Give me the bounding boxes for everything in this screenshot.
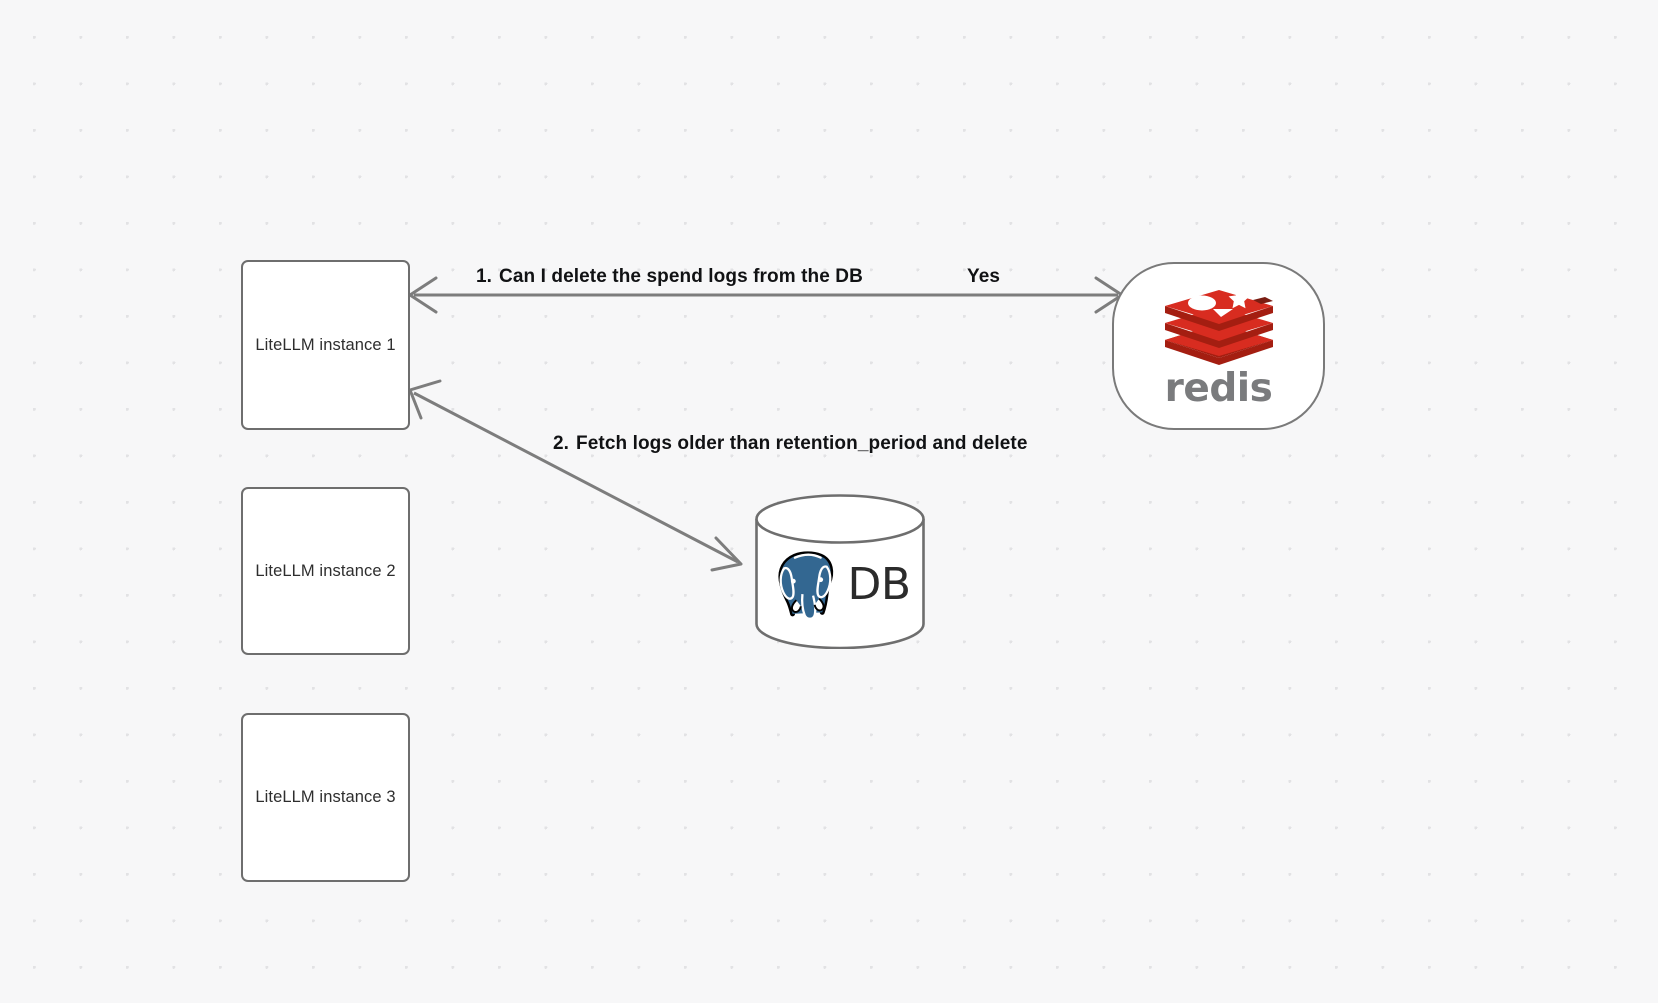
node-litellm-instance-3[interactable]: LiteLLM instance 3 (241, 713, 410, 882)
step-text: Fetch logs older than retention_period a… (576, 433, 1028, 454)
edge-line-2 (413, 391, 739, 564)
redis-wordmark: redis (1164, 365, 1273, 411)
db-label: DB (847, 558, 911, 610)
edge-label-reply-yes: Yes (967, 266, 1001, 287)
node-label: LiteLLM instance 3 (255, 788, 396, 806)
node-database[interactable]: DB (754, 494, 926, 649)
redis-logo-icon (1164, 288, 1273, 365)
step-number: 1. (476, 266, 493, 287)
node-redis[interactable]: redis (1112, 262, 1325, 430)
node-litellm-instance-1[interactable]: LiteLLM instance 1 (241, 260, 410, 430)
arrowhead-upper-2 (408, 379, 442, 420)
arrowhead-lower-2 (710, 536, 743, 572)
edge-label-step-1: 1. Can I delete the spend logs from the D… (476, 266, 863, 288)
edge-litellm1-db (408, 379, 743, 572)
node-label: LiteLLM instance 2 (255, 561, 396, 580)
postgresql-elephant-icon (778, 550, 834, 620)
edge-label-step-2: 2. Fetch logs older than retention_period… (553, 433, 1028, 455)
step-number: 2. (553, 433, 570, 454)
node-label: LiteLLM instance 1 (255, 335, 396, 354)
redis-logo-group: redis (1161, 283, 1277, 408)
arrowhead-left-1 (408, 276, 438, 314)
node-litellm-instance-2[interactable]: LiteLLM instance 2 (241, 487, 410, 655)
step-text: Can I delete the spend logs from the DB (499, 266, 863, 287)
db-logo-group: DB (754, 494, 926, 649)
cylinder-shape (755, 494, 925, 649)
